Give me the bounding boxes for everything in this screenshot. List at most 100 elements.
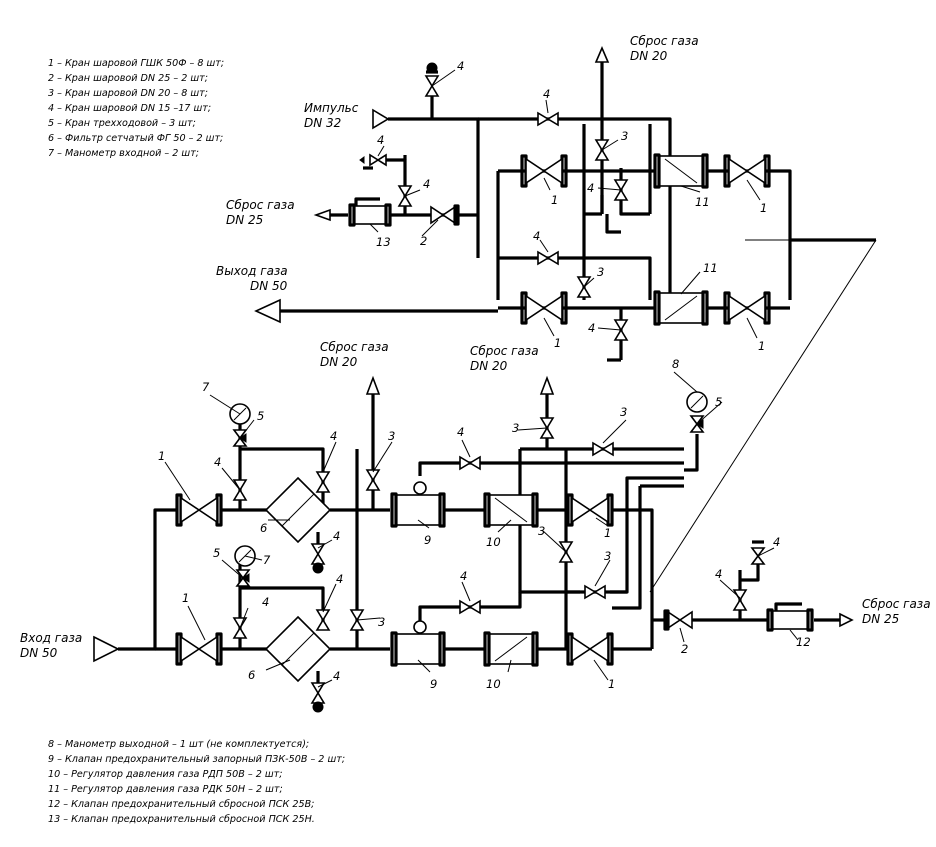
valve-2-upper bbox=[430, 204, 460, 226]
legend-top-item: 7 – Манометр входной – 2 шт; bbox=[48, 148, 199, 159]
relief-valve-13 bbox=[348, 197, 392, 227]
callout-number: 8 bbox=[672, 357, 679, 371]
valve-1-outlet-lower bbox=[566, 632, 614, 666]
callout-number: 4 bbox=[715, 567, 722, 581]
legend-bottom-item: 13 – Клапан предохранительный сбросной П… bbox=[48, 813, 315, 825]
callout-number: 4 bbox=[330, 429, 337, 443]
shutoff-valve-9-upper bbox=[390, 481, 446, 528]
callout-number: 13 bbox=[376, 235, 391, 249]
label-sbros-dn20-mid-right-size: DN 20 bbox=[470, 359, 508, 373]
label-vyhod-size: DN 50 bbox=[250, 279, 288, 293]
valve-3-vertical-mid bbox=[558, 541, 574, 563]
callout-number: 4 bbox=[543, 87, 550, 101]
callout-number: 4 bbox=[333, 669, 340, 683]
connection-labels: Сброс газа DN 20 Импульс DN 32 Сброс газ… bbox=[20, 34, 931, 660]
upper-terminals bbox=[254, 45, 610, 324]
callout-number: 5 bbox=[715, 395, 722, 409]
valve-4-relief-12-top bbox=[750, 540, 766, 565]
callout-number: 2 bbox=[420, 234, 427, 248]
callout-number: 12 bbox=[796, 635, 811, 649]
callout-number: 3 bbox=[604, 549, 611, 563]
callout-number: 3 bbox=[597, 265, 604, 279]
arrow-sbros-dn20-mid-right bbox=[539, 375, 555, 395]
arrow-vhod bbox=[93, 635, 120, 663]
valve-4-impuls bbox=[424, 62, 440, 97]
legend-bottom-item: 11 – Регулятор давления газа РДК 50Н – 2… bbox=[48, 784, 283, 795]
valve-3-horizontal-lower bbox=[584, 584, 606, 600]
callout-number: 4 bbox=[457, 59, 464, 73]
label-impuls: Импульс bbox=[304, 101, 359, 115]
lower-terminals bbox=[93, 375, 854, 663]
callout-number: 11 bbox=[695, 195, 710, 209]
legend-bottom-item: 10 – Регулятор давления газа РДП 50В – 2… bbox=[48, 769, 282, 780]
regulator-11-lower bbox=[653, 290, 709, 326]
label-vhod: Вход газа bbox=[20, 631, 82, 645]
callout-number: 9 bbox=[430, 677, 437, 691]
label-sbros-dn20-top: Сброс газа bbox=[630, 34, 699, 48]
valve-4-horizontal-lower-lower bbox=[459, 599, 481, 615]
callout-number: 4 bbox=[588, 321, 595, 335]
callout-number: 4 bbox=[214, 455, 221, 469]
callout-number: 4 bbox=[460, 569, 467, 583]
valve-4-filter-lower-right bbox=[315, 609, 331, 631]
label-sbros-dn20-mid-left-size: DN 20 bbox=[320, 355, 358, 369]
callout-number: 1 bbox=[554, 336, 561, 350]
label-sbros-dn25-right: Сброс газа bbox=[862, 597, 931, 611]
legend-bottom-item: 12 – Клапан предохранительный сбросной П… bbox=[48, 798, 314, 810]
callout-number: 1 bbox=[608, 677, 615, 691]
valve-4-horizontal-mid bbox=[537, 250, 559, 266]
valve-1-outlet-upper bbox=[566, 493, 614, 527]
arrow-sbros-dn25-left bbox=[313, 208, 331, 222]
callout-number: 3 bbox=[538, 524, 545, 538]
valve-5-upper bbox=[232, 429, 248, 447]
callout-number: 4 bbox=[333, 529, 340, 543]
regulator-10-lower bbox=[483, 631, 539, 667]
legend-top: 1 – Кран шаровой ГШК 50Ф – 8 шт; 2 – Кра… bbox=[48, 58, 224, 159]
valve-4-relief-13 bbox=[397, 185, 413, 207]
label-sbros-dn20-top-size: DN 20 bbox=[630, 49, 668, 63]
legend-top-item: 3 – Кран шаровой DN 20 – 8 шт; bbox=[48, 88, 208, 99]
valve-4-filter-lower-drain bbox=[310, 671, 326, 713]
diagonal-connector bbox=[649, 239, 877, 593]
callout-number: 4 bbox=[377, 133, 384, 147]
legend-top-item: 1 – Кран шаровой ГШК 50Ф – 8 шт; bbox=[48, 58, 224, 69]
valve-3-horizontal-upper bbox=[592, 441, 614, 457]
legend-bottom: 8 – Манометр выходной – 1 шт (не комплек… bbox=[48, 739, 345, 825]
lower-equipment bbox=[175, 391, 814, 713]
callout-number: 4 bbox=[773, 535, 780, 549]
label-sbros-dn25-right-size: DN 25 bbox=[862, 612, 899, 626]
callout-number: 10 bbox=[486, 535, 501, 549]
callout-number: 1 bbox=[604, 526, 611, 540]
callout-number: 1 bbox=[758, 339, 765, 353]
valve-5-outlet bbox=[689, 415, 705, 433]
regulator-10-upper bbox=[483, 492, 539, 528]
callout-number: 1 bbox=[551, 193, 558, 207]
callout-leaders bbox=[164, 69, 799, 688]
valve-5-lower bbox=[235, 569, 251, 587]
label-sbros-dn20-mid-left: Сброс газа bbox=[320, 340, 389, 354]
callout-number: 6 bbox=[260, 521, 267, 535]
valve-4-filter-upper-right bbox=[315, 471, 331, 493]
filter-6-lower bbox=[264, 615, 332, 683]
callout-number: 1 bbox=[158, 449, 165, 463]
valve-4-horizontal-top bbox=[537, 111, 559, 127]
upper-valves bbox=[348, 62, 771, 341]
callout-number: 3 bbox=[621, 129, 628, 143]
arrow-sbros-dn25-right bbox=[839, 612, 854, 628]
callout-number: 1 bbox=[760, 201, 767, 215]
valve-3-bypass-left bbox=[349, 609, 365, 631]
arrow-impuls bbox=[372, 108, 390, 130]
callout-number: 11 bbox=[703, 261, 718, 275]
valve-4-filter-upper-drain bbox=[310, 532, 326, 574]
arrow-vyhod bbox=[254, 298, 281, 324]
valve-4-filter-upper-left bbox=[232, 479, 248, 501]
label-vyhod: Выход газа bbox=[216, 264, 288, 278]
callout-number: 3 bbox=[388, 429, 395, 443]
legend-top-item: 5 – Кран трехходовой – 3 шт; bbox=[48, 118, 196, 129]
callout-numbers: 4 4 3 4 4 4 1 11 1 2 13 4 3 11 4 1 1 8 7… bbox=[158, 59, 811, 691]
callout-number: 5 bbox=[213, 546, 220, 560]
callout-number: 3 bbox=[620, 405, 627, 419]
valve-1-upper-left bbox=[520, 154, 568, 188]
relief-valve-12 bbox=[766, 602, 814, 632]
